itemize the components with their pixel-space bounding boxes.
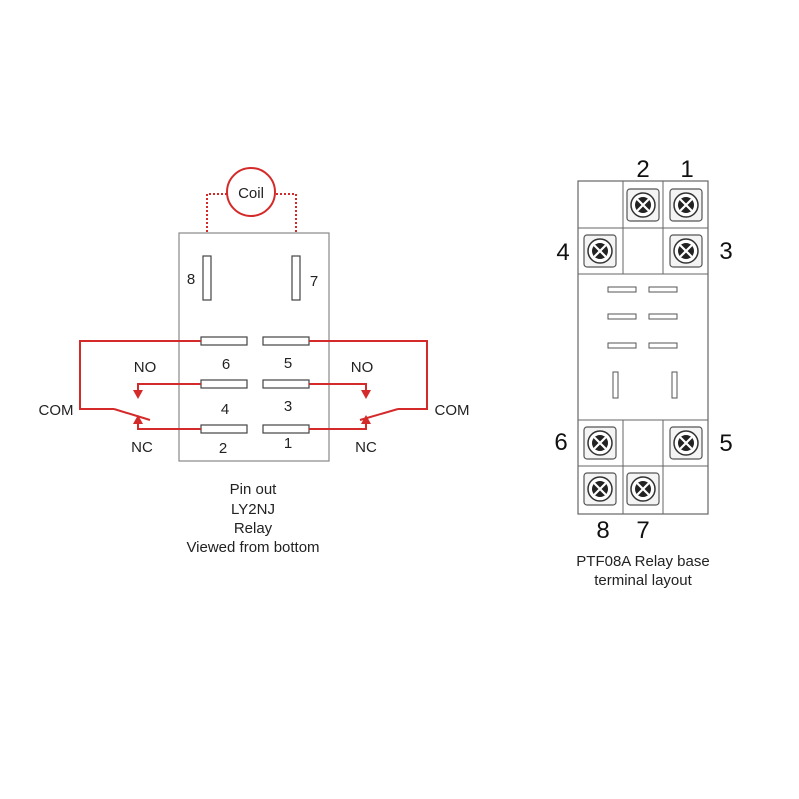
left-nc-arrow <box>133 415 143 424</box>
left-com-label: COM <box>39 402 74 419</box>
terminal-label-3: 3 <box>719 238 732 265</box>
coil-pin-8 <box>202 255 212 301</box>
contact-pin-6 <box>200 336 248 346</box>
base-body <box>577 180 709 515</box>
pin-label-1: 1 <box>284 435 292 452</box>
relay-caption-line-1: Pin out <box>230 481 278 498</box>
pin-label-2: 2 <box>219 440 227 457</box>
left-no-label: NO <box>134 359 157 376</box>
right-nc-arrow <box>361 415 371 424</box>
left-nc-label: NC <box>131 439 153 456</box>
pin-label-7: 7 <box>310 273 318 290</box>
screw-terminal-3 <box>669 234 703 268</box>
coil-symbol <box>226 167 276 217</box>
screw-terminal-6 <box>583 426 617 460</box>
screw-terminal-5 <box>669 426 703 460</box>
contact-pin-3 <box>262 379 310 389</box>
screw-terminal-8 <box>583 472 617 506</box>
pin-label-3: 3 <box>284 398 292 415</box>
coil-pin-7 <box>291 255 301 301</box>
base-caption-line-2: terminal layout <box>594 572 692 589</box>
terminal-label-1: 1 <box>680 156 693 183</box>
base-caption-line-1: PTF08A Relay base <box>576 553 709 570</box>
terminal-label-6: 6 <box>554 429 567 456</box>
right-no-wire <box>309 383 367 392</box>
left-com-to-pin6-wire <box>79 340 201 410</box>
relay-caption-line-2: LY2NJ <box>231 501 275 518</box>
right-switch-wiring <box>309 340 428 430</box>
contact-pin-5 <box>262 336 310 346</box>
terminal-label-2: 2 <box>636 156 649 183</box>
terminal-label-8: 8 <box>596 517 609 544</box>
pin-label-5: 5 <box>284 355 292 372</box>
pin-label-8: 8 <box>187 271 195 288</box>
right-no-arrow <box>361 390 371 399</box>
screw-terminal-4 <box>583 234 617 268</box>
relay-caption-line-4: Viewed from bottom <box>186 539 319 556</box>
contact-pin-1 <box>262 424 310 434</box>
relay-pinout: Coil 8 7 6 5 4 3 2 1 <box>39 167 470 556</box>
screw-terminal-7 <box>626 472 660 506</box>
right-com-label: COM <box>435 402 470 419</box>
left-no-arrow <box>133 390 143 399</box>
pin-label-6: 6 <box>222 356 230 373</box>
pin-label-4: 4 <box>221 401 229 418</box>
terminal-label-4: 4 <box>556 239 569 266</box>
terminal-label-7: 7 <box>636 517 649 544</box>
right-nc-label: NC <box>355 439 377 456</box>
screw-terminal-2 <box>626 188 660 222</box>
right-com-to-pin5-wire <box>309 340 428 410</box>
terminal-label-5: 5 <box>719 430 732 457</box>
relay-caption-line-3: Relay <box>234 520 273 537</box>
relay-base: 2 1 4 3 6 5 8 7 PTF08A Relay base termin… <box>554 156 732 589</box>
left-switch-arm <box>113 408 151 421</box>
right-no-label: NO <box>351 359 374 376</box>
contact-pin-4 <box>200 379 248 389</box>
coil-label: Coil <box>238 185 264 202</box>
left-no-wire <box>137 383 201 392</box>
left-switch-wiring <box>79 340 201 430</box>
screw-terminal-1 <box>669 188 703 222</box>
contact-pin-2 <box>200 424 248 434</box>
